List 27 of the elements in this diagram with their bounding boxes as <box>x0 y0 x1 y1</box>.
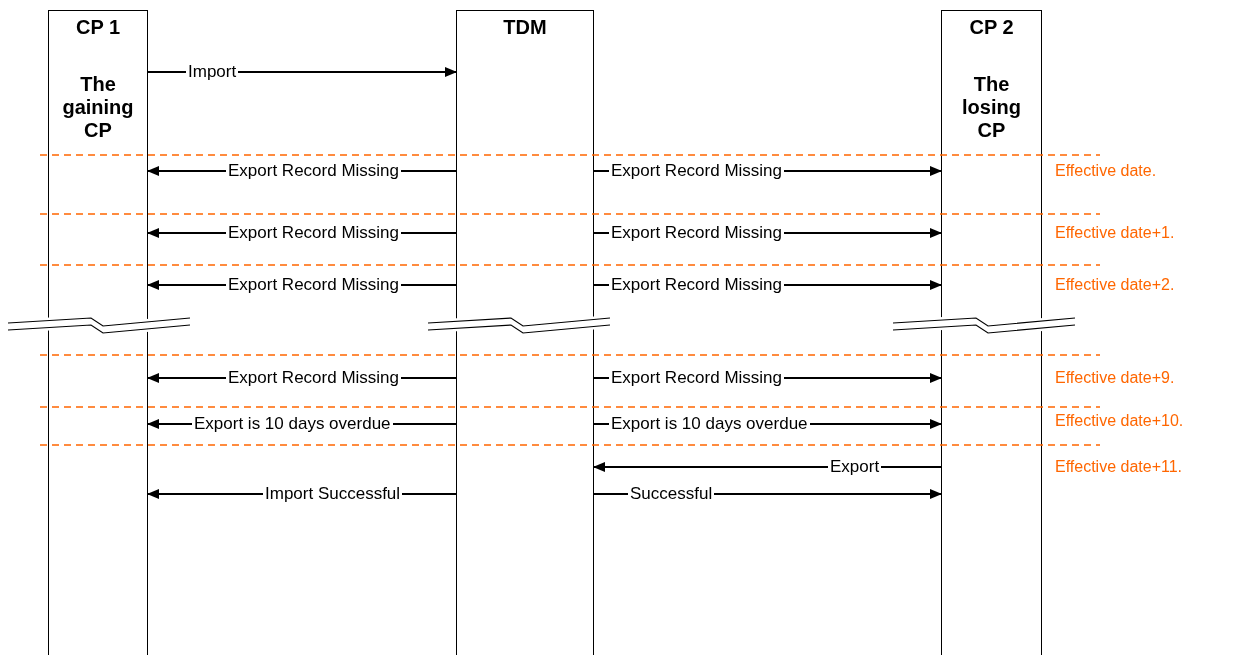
edge-label: Export Record Missing <box>226 275 401 295</box>
date-label: Effective date+1. <box>1055 224 1175 242</box>
lifeline-title: TDM <box>502 16 548 39</box>
lifeline-box <box>941 10 1042 655</box>
edge-label: Export Record Missing <box>609 275 784 295</box>
edge-label: Export Record Missing <box>226 161 401 181</box>
lifeline-box <box>456 10 594 655</box>
edge-label: Export <box>828 457 882 477</box>
edge-label: Export Record Missing <box>609 223 784 243</box>
edge-label: Export Record Missing <box>226 223 401 243</box>
date-label: Effective date+11. <box>1055 458 1183 476</box>
date-label: Effective date+10. <box>1055 412 1184 430</box>
lifeline-subtitle: The losing CP <box>961 73 1022 142</box>
edge-label: Export is 10 days overdue <box>609 414 810 434</box>
lifeline-title: CP 2 <box>968 16 1015 39</box>
date-label: Effective date+9. <box>1055 369 1175 387</box>
lifeline-subtitle: The gaining CP <box>61 73 135 142</box>
edge-label: Export Record Missing <box>226 368 401 388</box>
date-label: Effective date. <box>1055 162 1157 180</box>
edge-label: Export Record Missing <box>609 161 784 181</box>
edge-label: Import <box>186 62 239 82</box>
edge-label: Import Successful <box>263 484 403 504</box>
date-label: Effective date+2. <box>1055 276 1175 294</box>
edge-label: Export Record Missing <box>609 368 784 388</box>
lifeline-title: CP 1 <box>74 16 122 39</box>
lifeline-box <box>48 10 148 655</box>
edge-label: Export is 10 days overdue <box>192 414 393 434</box>
